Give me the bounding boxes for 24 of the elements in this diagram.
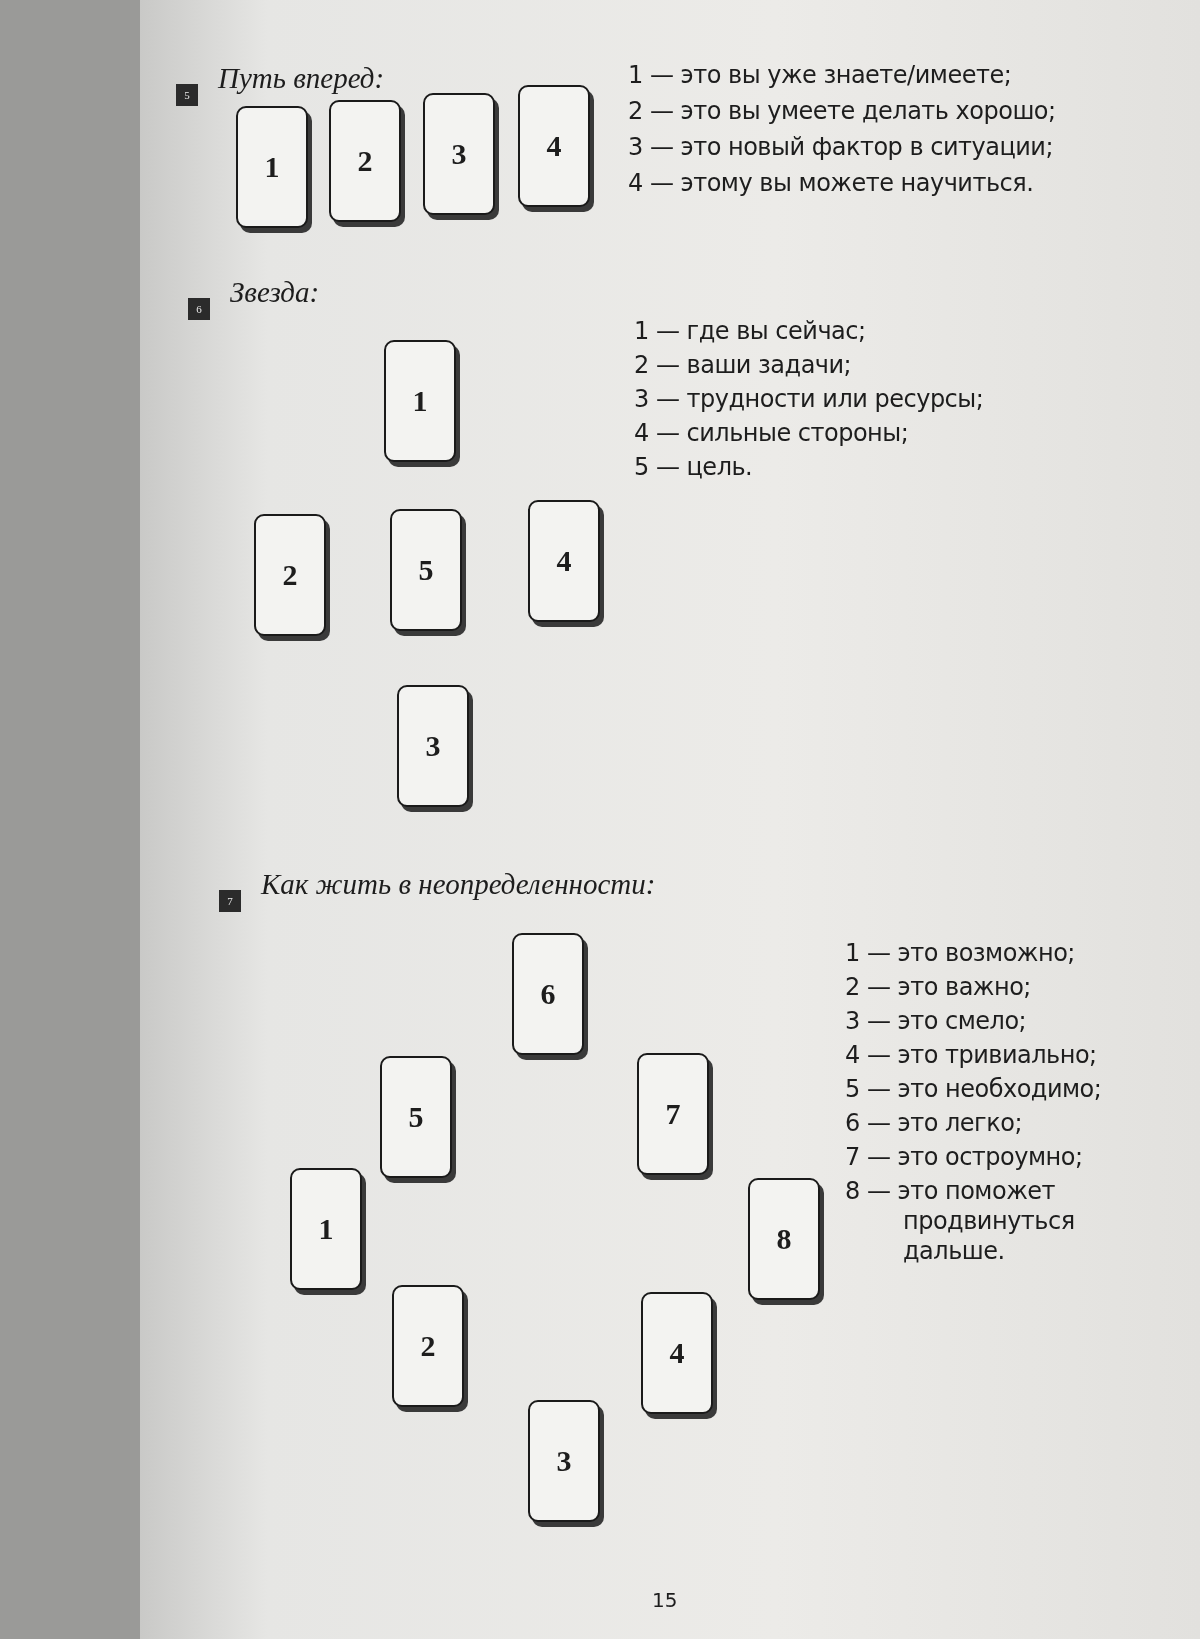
list-item: 8 — это поможет продвинуться дальше.	[845, 1176, 1076, 1266]
list-item: 1 — где вы сейчас;	[634, 316, 867, 346]
list-item: 1 — это вы уже знаете/имеете;	[628, 60, 1013, 90]
section-number-badge: 5	[176, 84, 198, 106]
list-item: 4 — этому вы можете научиться.	[628, 168, 1035, 198]
list-item: 6 — это легко;	[845, 1108, 1023, 1138]
section-title: Звезда:	[230, 276, 320, 309]
list-item: 4 — это тривиально;	[845, 1040, 1098, 1070]
list-item: 7 — это остроумно;	[845, 1142, 1084, 1172]
section-number-badge: 6	[188, 298, 210, 320]
list-item: 2 — это вы умеете делать хорошо;	[628, 96, 1057, 126]
list-item: 3 — это новый фактор в ситуации;	[628, 132, 1054, 162]
list-item: 5 — это необходимо;	[845, 1074, 1103, 1104]
section-title: Путь вперед:	[218, 62, 385, 95]
list-item: 2 — ваши задачи;	[634, 350, 853, 380]
section-number-badge: 7	[219, 890, 241, 912]
page-number: 15	[652, 1588, 678, 1612]
list-item: 1 — это возможно;	[845, 938, 1076, 968]
list-item: 3 — это смело;	[845, 1006, 1028, 1036]
list-item: 4 — сильные стороны;	[634, 418, 910, 448]
section-title: Как жить в неопределенности:	[261, 868, 656, 901]
list-item: 5 — цель.	[634, 452, 754, 482]
list-item: 2 — это важно;	[845, 972, 1032, 1002]
list-item: 3 — трудности или ресурсы;	[634, 384, 985, 414]
